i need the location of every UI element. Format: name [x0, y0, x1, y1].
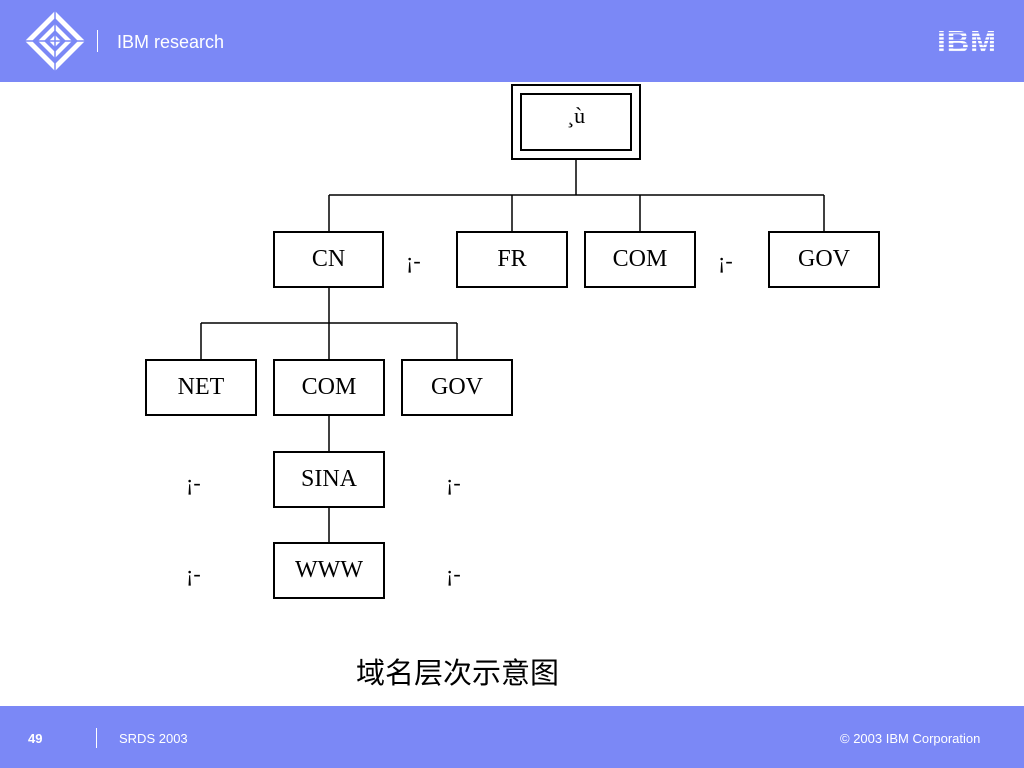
node-cn: CN — [273, 231, 384, 288]
node-com-top: COM — [584, 231, 696, 288]
node-com: COM — [273, 359, 385, 416]
page-number: 49 — [28, 731, 43, 746]
node-sina: SINA — [273, 451, 385, 508]
node-gov-top: GOV — [768, 231, 880, 288]
root-node: ¸ù — [511, 84, 641, 160]
node-www: WWW — [273, 542, 385, 599]
footer-event: SRDS 2003 — [119, 731, 188, 746]
ellipsis-level1-left: ¡- — [406, 248, 421, 273]
footer-bar: 49 SRDS 2003 © 2003 IBM Corporation — [0, 706, 1024, 768]
ellipsis-level1-right: ¡- — [718, 248, 733, 273]
ellipsis-level4-right: ¡- — [446, 561, 461, 586]
node-net: NET — [145, 359, 257, 416]
footer-copyright: © 2003 IBM Corporation — [840, 731, 981, 746]
root-node-label: ¸ù — [520, 93, 632, 151]
node-gov: GOV — [401, 359, 513, 416]
node-fr: FR — [456, 231, 568, 288]
ellipsis-level3-right: ¡- — [446, 470, 461, 495]
header-bar: IBM research IBM — [0, 0, 1024, 82]
svg-text:IBM: IBM — [937, 26, 997, 56]
ellipsis-level3-left: ¡- — [186, 470, 201, 495]
footer-divider — [96, 728, 97, 748]
diagram-caption: 域名层次示意图 — [356, 656, 560, 690]
ellipsis-level4-left: ¡- — [186, 561, 201, 586]
ibm-logo-icon: IBM — [937, 26, 997, 56]
header-title: IBM research — [117, 32, 225, 52]
header-divider — [97, 30, 98, 52]
ibm-diamond-logo-icon — [25, 11, 85, 71]
